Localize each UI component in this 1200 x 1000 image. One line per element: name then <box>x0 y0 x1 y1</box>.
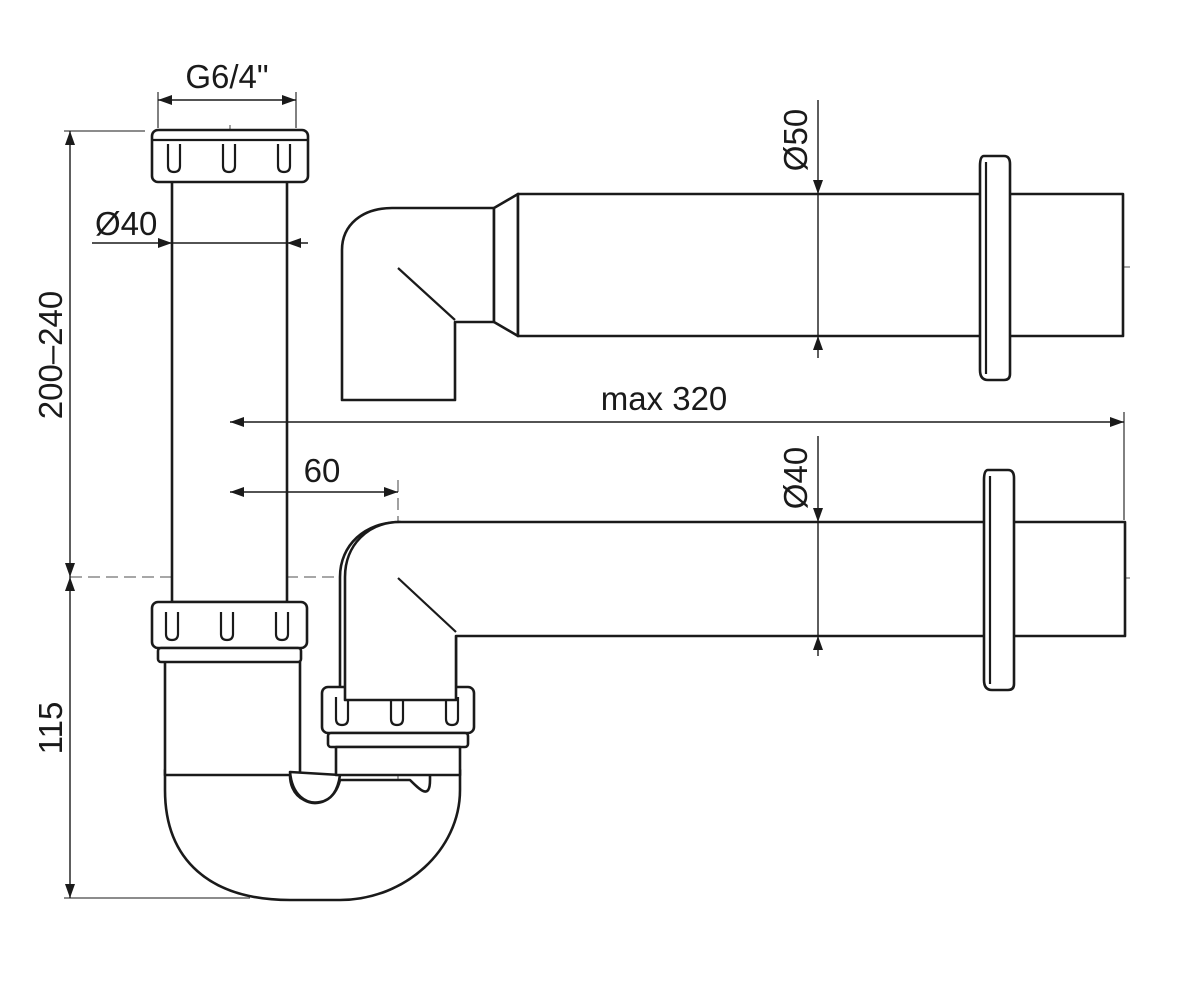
label-trap-depth: 115 <box>32 702 69 755</box>
dim-max-length: max 320 <box>230 380 1125 520</box>
label-thread: G6/4" <box>185 58 268 95</box>
wall-rosette-lower <box>982 468 1016 692</box>
dim-height-range: 200–240 <box>32 130 145 577</box>
label-alt-outlet-diameter: Ø50 <box>777 109 814 171</box>
label-outlet-diameter: Ø40 <box>777 447 814 509</box>
label-offset: 60 <box>304 452 341 489</box>
dim-outlet-diameter: Ø40 <box>777 436 823 656</box>
top-coupling-nut <box>150 128 310 184</box>
inlet-tube <box>170 176 289 604</box>
dim-inlet-diameter: Ø40 <box>92 205 308 248</box>
label-inlet-diameter: Ø40 <box>95 205 157 242</box>
dim-thread: G6/4" <box>157 58 297 128</box>
label-height-range: 200–240 <box>32 291 69 419</box>
dim-trap-depth: 115 <box>32 577 250 899</box>
alt-outlet-elbow-50 <box>340 154 1125 402</box>
label-max-length: max 320 <box>601 380 728 417</box>
middle-coupling-nut <box>150 600 309 664</box>
dim-offset: 60 <box>230 452 398 497</box>
wall-rosette-upper <box>978 154 1012 382</box>
dim-alt-outlet-diameter: Ø50 <box>777 100 823 358</box>
outlet-pipe-40 <box>343 468 1127 702</box>
